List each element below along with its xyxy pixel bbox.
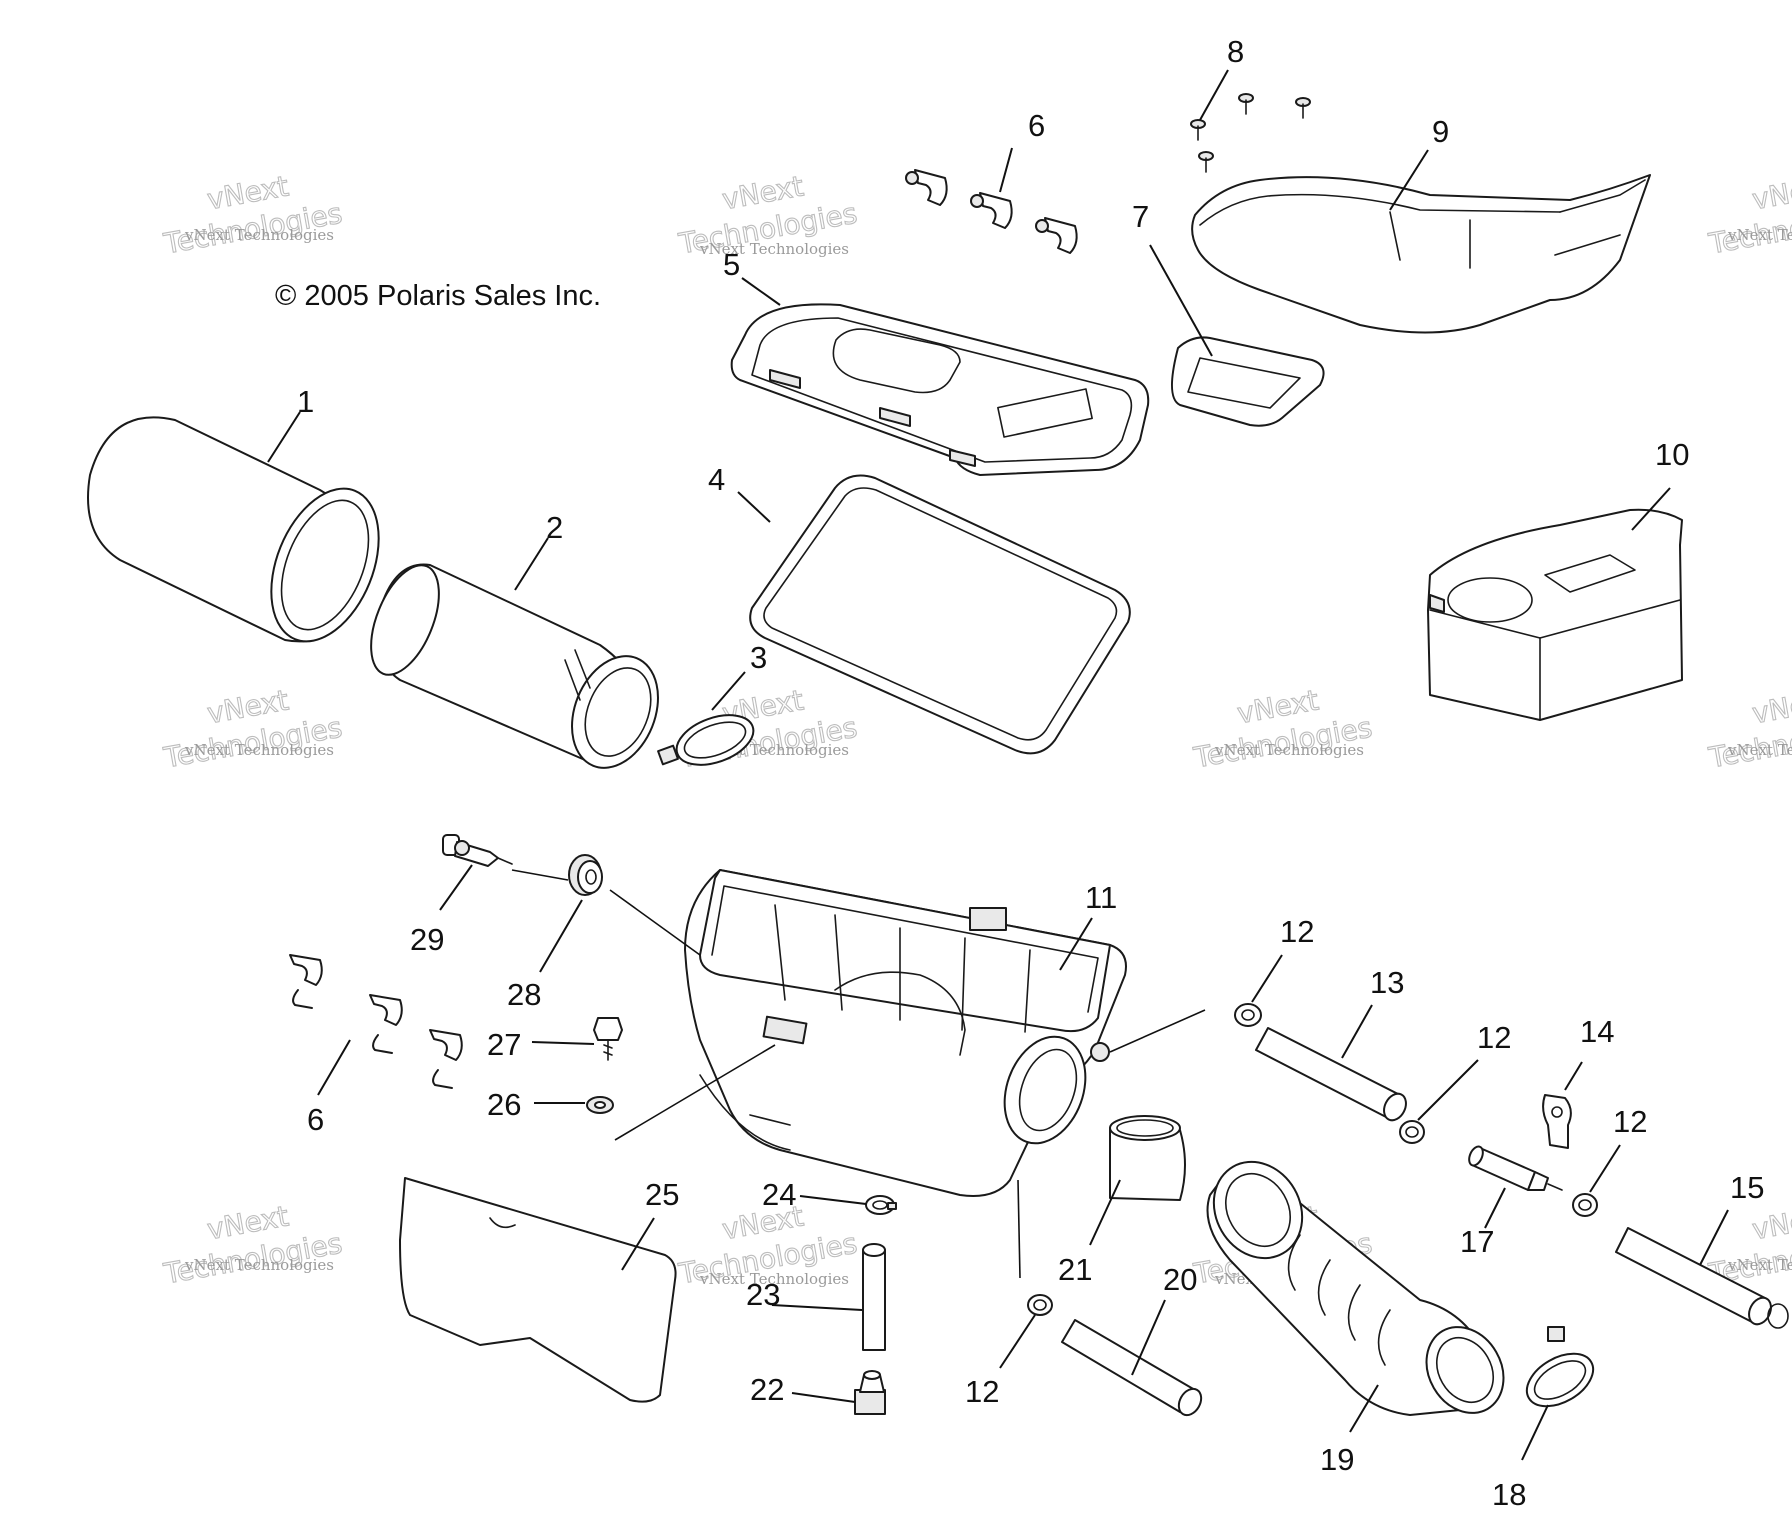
part-6-clips-top[interactable] <box>905 147 1078 254</box>
watermark-text: vNext Technologies <box>699 240 849 258</box>
watermark-text: vNext Technologies <box>184 226 334 244</box>
part-18-clamp[interactable] <box>1518 1326 1602 1461</box>
part-4-seal[interactable] <box>737 474 1131 755</box>
watermark: vNext Technologies <box>1190 683 1375 775</box>
callout-10: 10 <box>1655 437 1689 472</box>
svg-text:vNext: vNext <box>1750 170 1792 217</box>
part-28-grommet[interactable] <box>539 854 603 973</box>
copyright-text: © 2005 Polaris Sales Inc. <box>275 280 601 312</box>
callout-8: 8 <box>1227 34 1244 69</box>
callout-4: 4 <box>708 462 725 497</box>
callout-13: 13 <box>1370 965 1404 1000</box>
part-1-prefilter[interactable] <box>87 411 399 657</box>
part-2-air-filter[interactable] <box>357 537 674 781</box>
part-26-washer[interactable] <box>534 1096 614 1114</box>
watermark: vNext Technologies <box>1705 169 1792 261</box>
watermark-text: vNext Technologies <box>184 1256 334 1274</box>
part-12-clamp-c[interactable] <box>1399 1059 1479 1144</box>
part-17-valve[interactable] <box>1466 1144 1563 1229</box>
part-24-small-clamp[interactable] <box>799 1195 897 1215</box>
watermark: vNext Technologies <box>160 1199 345 1291</box>
callout-2: 2 <box>546 510 563 545</box>
callout-20: 20 <box>1163 1262 1197 1297</box>
part-22-fitting[interactable] <box>791 1370 886 1415</box>
watermark: vNext Technologies <box>160 683 345 775</box>
callout-12-b: 12 <box>1477 1020 1511 1055</box>
part-23-tube[interactable] <box>771 1243 886 1351</box>
callout-11: 11 <box>1085 880 1117 915</box>
svg-text:vNext: vNext <box>1750 1200 1792 1247</box>
part-6-clips-bottom[interactable] <box>289 954 463 1096</box>
callout-labels: 1 2 3 4 5 6 7 8 9 10 11 12 13 12 14 12 1… <box>297 34 1764 1512</box>
watermark-text: vNext Technologies <box>1727 741 1792 759</box>
part-9-intake-duct[interactable] <box>1191 149 1651 334</box>
part-27-bolt[interactable] <box>531 1017 623 1061</box>
part-25-intake-plate[interactable] <box>399 1177 677 1403</box>
part-10-foam-block[interactable] <box>1427 487 1683 721</box>
svg-text:vNext: vNext <box>1750 684 1792 731</box>
callout-19: 19 <box>1320 1442 1354 1477</box>
callout-14: 14 <box>1580 1014 1614 1049</box>
part-20-tube[interactable] <box>1061 1299 1206 1419</box>
part-21-coupler[interactable] <box>1089 1115 1186 1246</box>
part-14-bracket[interactable] <box>1542 1061 1583 1149</box>
part-19-boot[interactable] <box>1197 1146 1519 1433</box>
part-12-clamp-a[interactable] <box>999 1294 1053 1369</box>
watermark-text: vNext Technologies <box>699 1270 849 1288</box>
callout-1: 1 <box>297 384 314 419</box>
watermark: vNext Technologies <box>160 169 345 261</box>
callout-23: 23 <box>746 1277 780 1312</box>
callout-3: 3 <box>750 640 767 675</box>
watermark-text: vNext Technologies <box>1727 1256 1792 1274</box>
callout-25: 25 <box>645 1177 679 1212</box>
callout-28: 28 <box>507 977 541 1012</box>
callout-22: 22 <box>750 1372 784 1407</box>
callout-6-top: 6 <box>1028 108 1045 143</box>
callout-24: 24 <box>762 1177 796 1212</box>
callout-6-bottom: 6 <box>307 1102 324 1137</box>
assembly-lines <box>511 869 1206 1279</box>
callout-18: 18 <box>1492 1477 1526 1512</box>
part-3-clamp[interactable] <box>657 671 760 774</box>
part-11-airbox-base[interactable] <box>684 869 1127 1197</box>
part-13-hose[interactable] <box>1255 1004 1410 1124</box>
part-12-clamp-d[interactable] <box>1572 1144 1621 1217</box>
part-8-screws[interactable] <box>1190 69 1311 173</box>
callout-5: 5 <box>723 247 740 282</box>
watermark-text: vNext Technologies <box>1727 226 1792 244</box>
callout-9: 9 <box>1432 114 1449 149</box>
callout-21: 21 <box>1058 1252 1092 1287</box>
callout-12-a: 12 <box>1280 914 1314 949</box>
watermark-text: vNext Technologies <box>1214 741 1364 759</box>
part-12-clamp-b[interactable] <box>1234 954 1283 1027</box>
part-15-hose[interactable] <box>1615 1209 1789 1329</box>
part-5-airbox-cover[interactable] <box>730 277 1150 476</box>
callout-27: 27 <box>487 1027 521 1062</box>
callout-29: 29 <box>410 922 444 957</box>
part-7-gasket[interactable] <box>1149 244 1325 427</box>
watermark: vNext Technologies <box>1705 683 1792 775</box>
watermark-text: vNext Technologies <box>184 741 334 759</box>
callout-26: 26 <box>487 1087 521 1122</box>
callout-12-c: 12 <box>1613 1104 1647 1139</box>
callout-7: 7 <box>1132 199 1149 234</box>
callout-12-d: 12 <box>965 1374 999 1409</box>
part-29-drain-valve[interactable] <box>439 834 513 911</box>
callout-15: 15 <box>1730 1170 1764 1205</box>
callout-17: 17 <box>1460 1224 1494 1259</box>
